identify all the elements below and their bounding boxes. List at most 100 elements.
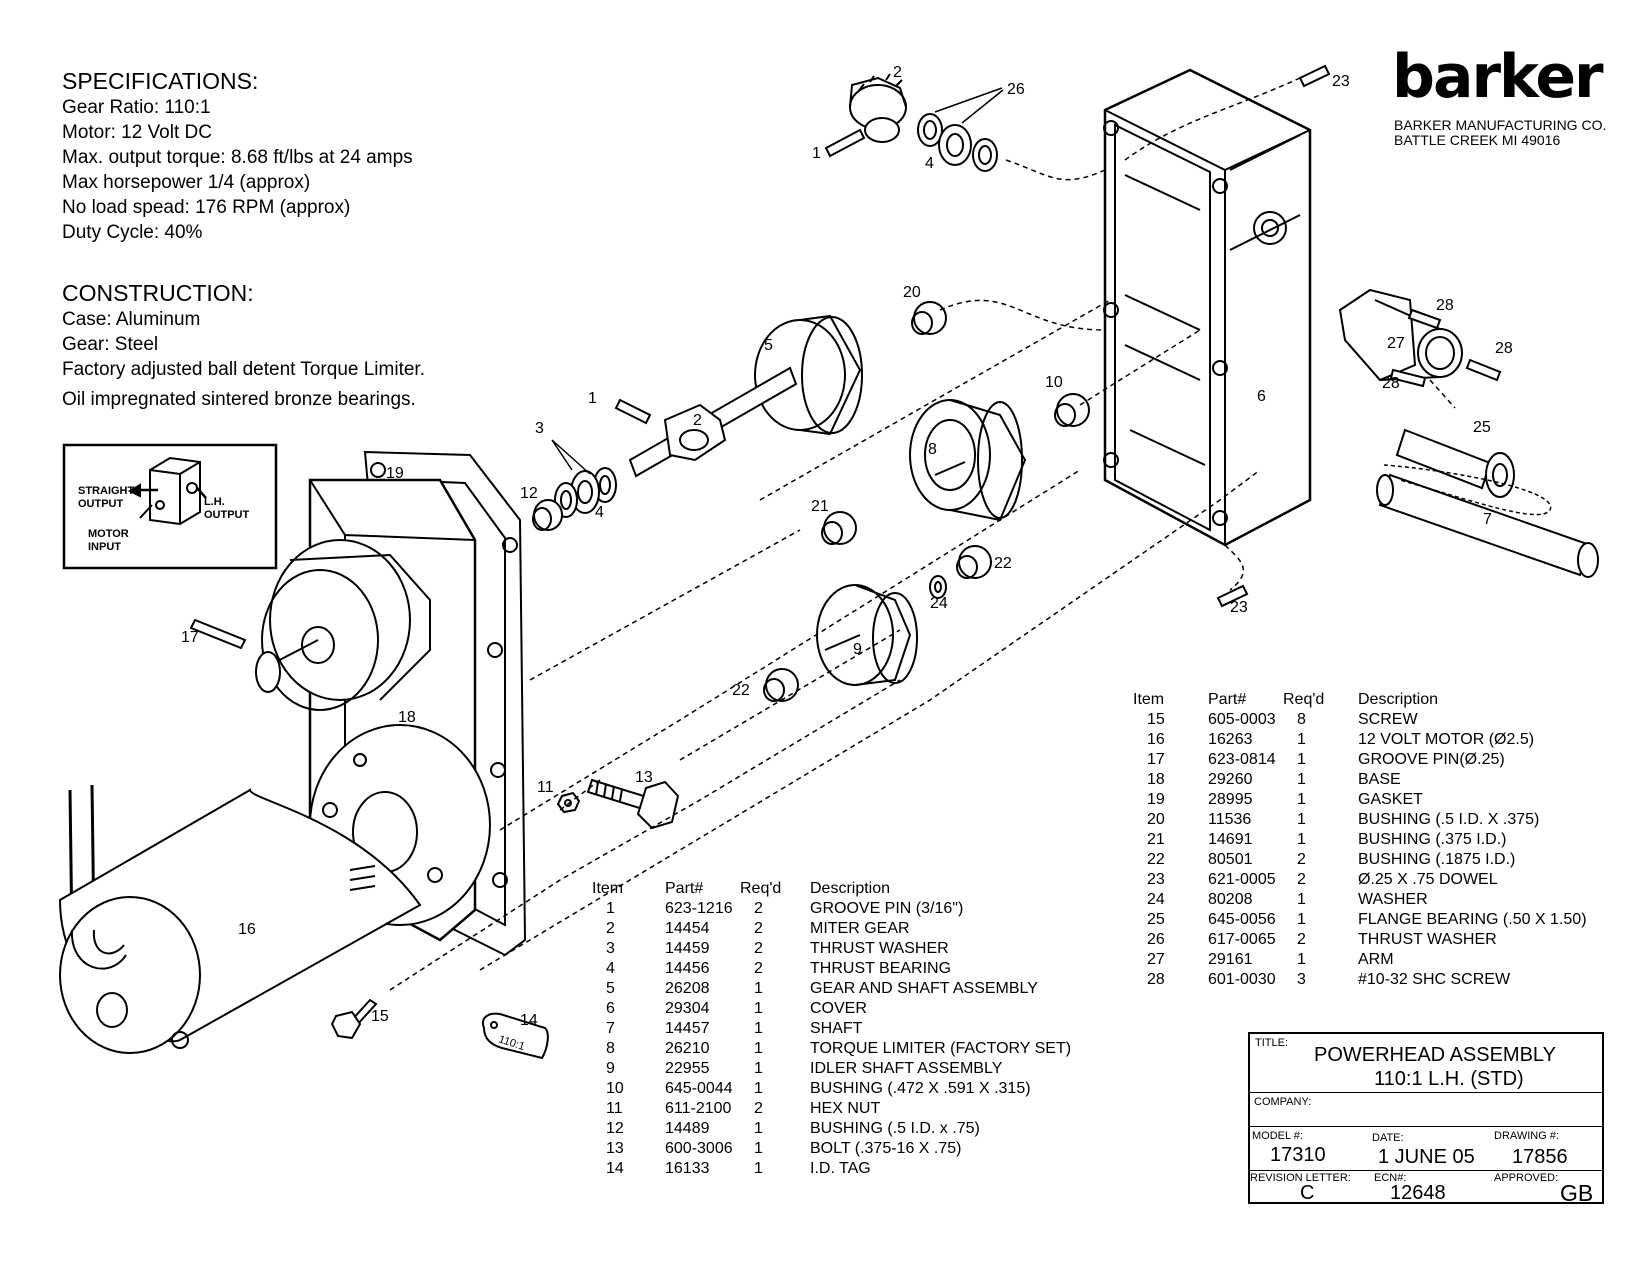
cell-part-number: 22955	[665, 1060, 710, 1077]
title-label: TITLE:	[1255, 1037, 1289, 1049]
cell-description: SHAFT	[810, 1020, 863, 1037]
callout-16: 16	[238, 921, 256, 938]
cell-reqd: 1	[754, 1120, 763, 1137]
cell-part-number: 14454	[665, 920, 710, 937]
callout-27: 27	[1387, 335, 1405, 352]
model-label: MODEL #:	[1252, 1130, 1303, 1142]
cell-part-number: 26208	[665, 980, 710, 997]
cell-description: GROOVE PIN (3/16")	[810, 900, 964, 917]
cell-description: 12 VOLT MOTOR (Ø2.5)	[1358, 731, 1535, 748]
cell-part-number: 26210	[665, 1040, 710, 1057]
callout-25: 25	[1473, 419, 1491, 436]
cell-part-number: 14691	[1208, 831, 1253, 848]
spec-line: Max horsepower 1/4 (approx)	[62, 172, 311, 193]
cell-item: 21	[1147, 831, 1165, 848]
cell-part-number: 16263	[1208, 731, 1253, 748]
drawing-number-label: DRAWING #:	[1494, 1130, 1559, 1142]
cell-reqd: 1	[1297, 791, 1306, 808]
divider	[1250, 1126, 1602, 1127]
cell-description: THRUST BEARING	[810, 960, 952, 977]
cell-part-number: 645-0056	[1208, 911, 1276, 928]
cell-reqd: 2	[754, 1100, 763, 1117]
ecn-value: 12648	[1390, 1182, 1446, 1204]
callout-21: 21	[811, 498, 829, 515]
date-value: 1 JUNE 05	[1378, 1146, 1475, 1168]
cell-reqd: 2	[754, 920, 763, 937]
spec-line: Max. output torque: 8.68 ft/lbs at 24 am…	[62, 147, 413, 168]
cell-item: 7	[606, 1020, 615, 1037]
cell-part-number: 617-0065	[1208, 931, 1276, 948]
callout-14: 14	[520, 1012, 538, 1029]
cell-item: 17	[1147, 751, 1165, 768]
header-description: Description	[810, 880, 891, 897]
construction-section: CONSTRUCTION: Case: Aluminum Gear: Steel…	[62, 280, 425, 412]
cell-part-number: 621-0005	[1208, 871, 1276, 888]
spec-line: Gear Ratio: 110:1	[62, 97, 211, 118]
construction-line: Oil impregnated sintered bronze bearings…	[62, 389, 416, 410]
callout-18: 18	[398, 709, 416, 726]
cell-description: BUSHING (.1875 I.D.)	[1358, 851, 1516, 868]
header-part: Part#	[1208, 691, 1247, 708]
header-item: Item	[1133, 691, 1165, 708]
drawing-number-value: 17856	[1512, 1146, 1568, 1168]
cell-part-number: 11536	[1208, 811, 1252, 828]
cell-item: 26	[1147, 931, 1165, 948]
cell-part-number: 645-0044	[665, 1080, 733, 1097]
cell-item: 1	[606, 900, 615, 917]
callout-11: 11	[537, 779, 554, 796]
cell-part-number: 16133	[665, 1160, 710, 1177]
cell-reqd: 2	[754, 960, 763, 977]
motor	[58, 784, 422, 1054]
table-header: Item Part# Req'd Description	[592, 879, 1071, 899]
company-label: COMPANY:	[1254, 1096, 1312, 1108]
cell-description: BUSHING (.472 X .591 X .315)	[810, 1080, 1031, 1097]
cell-description: I.D. TAG	[810, 1160, 871, 1177]
torque-limiter	[909, 399, 1027, 522]
cell-part-number: 601-0030	[1208, 971, 1276, 988]
cell-item: 27	[1147, 951, 1165, 968]
callout-3: 3	[535, 420, 544, 437]
cell-reqd: 1	[754, 1060, 763, 1077]
cell-description: SCREW	[1358, 711, 1418, 728]
cell-item: 24	[1147, 891, 1165, 908]
table-header: Item Part# Req'd Description	[1133, 690, 1587, 710]
cell-part-number: 611-2100	[665, 1100, 732, 1117]
header-description: Description	[1358, 691, 1439, 708]
drawing-title-line2: 110:1 L.H. (STD)	[1374, 1068, 1524, 1090]
specifications-section: SPECIFICATIONS: Gear Ratio: 110:1 Motor:…	[62, 68, 413, 245]
construction-line: Factory adjusted ball detent Torque Limi…	[62, 359, 425, 380]
inset-straight-output-label: STRAIGHT OUTPUT	[78, 485, 135, 510]
cell-reqd: 1	[754, 1160, 763, 1177]
cell-item: 5	[606, 980, 615, 997]
company-city: BATTLE CREEK MI 49016	[1394, 132, 1561, 148]
construction-line: Case: Aluminum	[62, 309, 201, 330]
callout-2: 2	[693, 412, 702, 429]
header-reqd: Req'd	[1283, 691, 1325, 708]
cell-item: 9	[606, 1060, 615, 1077]
cell-part-number: 80501	[1208, 851, 1253, 868]
callout-7: 7	[1483, 511, 1492, 528]
cell-description: BASE	[1358, 771, 1401, 788]
cell-description: GEAR AND SHAFT ASSEMBLY	[810, 980, 1038, 997]
spec-line: Duty Cycle: 40%	[62, 222, 203, 243]
cell-description: #10-32 SHC SCREW	[1358, 971, 1511, 988]
cell-item: 22	[1147, 851, 1165, 868]
cell-reqd: 2	[1297, 871, 1306, 888]
cell-description: IDLER SHAFT ASSEMBLY	[810, 1060, 1003, 1077]
callout-1: 1	[812, 145, 821, 162]
cell-part-number: 80208	[1208, 891, 1253, 908]
